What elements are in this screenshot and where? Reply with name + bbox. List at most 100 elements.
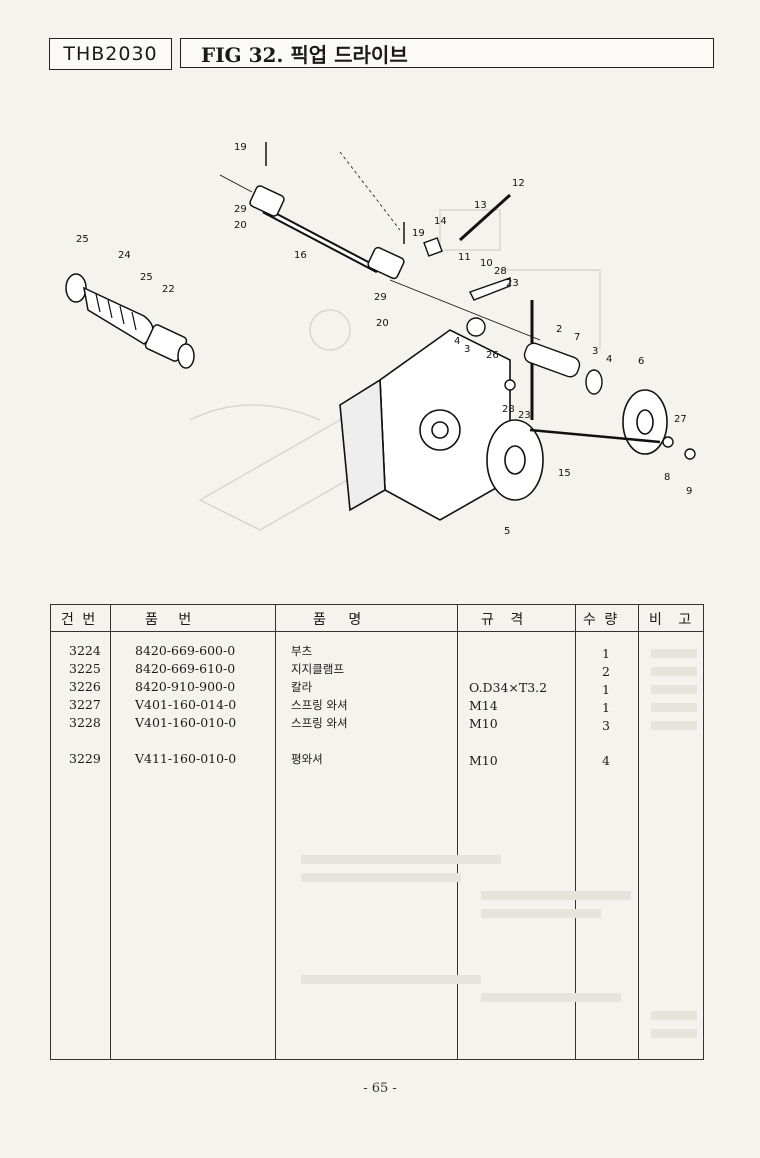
table-cell-part-no: 8420-669-600-0 [135, 643, 236, 658]
callout-24: 24 [118, 250, 131, 261]
callout-13: 13 [474, 200, 487, 211]
exploded-parts-diagram: 19 12 29 20 19 13 14 25 24 16 11 10 28 2… [65, 142, 696, 537]
callout-10: 10 [480, 258, 493, 269]
table-cell-item-no: 3228 [69, 715, 101, 730]
callout-5: 5 [504, 526, 510, 537]
table-cell-part-no: V401-160-010-0 [135, 715, 237, 730]
callout-9: 9 [686, 486, 692, 497]
figure-title-box: FIG 32. 픽업 드라이브 [180, 38, 714, 68]
bleed-through-mark [651, 1029, 697, 1038]
callout-29-upper: 29 [234, 204, 247, 215]
table-cell-part-name: 부츠 [291, 644, 313, 658]
bleed-through-mark [481, 993, 621, 1002]
table-cell-qty: 4 [602, 753, 610, 768]
table-header-row: 건 번 품 번 품 명 규 격 수 량 비 고 [51, 605, 703, 632]
parts-table: 건 번 품 번 품 명 규 격 수 량 비 고 3224 8420-669-60… [50, 604, 704, 1060]
callout-8: 8 [664, 472, 670, 483]
callout-29-lower: 29 [374, 292, 387, 303]
col-divider [575, 605, 576, 1059]
diagram-callouts: 19 12 29 20 19 13 14 25 24 16 11 10 28 2… [76, 142, 692, 537]
callout-25-left: 25 [76, 234, 89, 245]
table-cell-qty: 1 [602, 682, 610, 697]
bleed-through-mark [651, 667, 697, 676]
callout-27: 27 [674, 414, 687, 425]
col-divider [275, 605, 276, 1059]
bleed-through-mark [651, 685, 697, 694]
callout-7: 7 [574, 332, 580, 343]
table-cell-part-no: V401-160-014-0 [135, 697, 237, 712]
callout-28-lower: 28 [502, 404, 515, 415]
callout-12: 12 [512, 178, 525, 189]
table-cell-item-no: 3229 [69, 751, 101, 766]
callout-3-right: 3 [592, 346, 598, 357]
callout-4-left: 4 [454, 336, 460, 347]
model-text: THB2030 [63, 43, 158, 65]
bleed-through-mark [651, 721, 697, 730]
table-cell-part-name: 칼라 [291, 680, 313, 694]
callout-19-mid: 19 [412, 228, 425, 239]
callout-14: 14 [434, 216, 447, 227]
table-cell-part-no: V411-160-010-0 [135, 751, 237, 766]
table-cell-item-no: 3226 [69, 679, 101, 694]
header-remark: 비 고 [649, 612, 698, 628]
page-number: - 65 - [363, 1081, 397, 1096]
table-cell-part-name: 스프링 와셔 [291, 698, 348, 712]
bleed-through-mark [301, 873, 461, 882]
shaft-guide-lines [219, 151, 541, 341]
callout-19-top: 19 [234, 142, 247, 153]
bleed-through-mark [481, 909, 601, 918]
callout-22: 22 [162, 284, 175, 295]
table-cell-part-no: 8420-910-900-0 [135, 679, 236, 694]
header-part-no: 품 번 [145, 612, 200, 628]
callout-15: 15 [558, 468, 571, 479]
table-cell-item-no: 3224 [69, 643, 101, 658]
bleed-through-mark [481, 891, 631, 900]
callout-23-upper: 23 [506, 278, 519, 289]
header-qty: 수 량 [583, 612, 620, 628]
table-cell-part-name: 지지클램프 [291, 662, 344, 676]
callout-6: 6 [638, 356, 644, 367]
table-cell-qty: 1 [602, 646, 610, 661]
bleed-through-mark [651, 1011, 697, 1020]
bleed-through-mark [301, 975, 481, 984]
col-divider [110, 605, 111, 1059]
header-part-name: 품 명 [313, 612, 371, 628]
callout-20-lower: 20 [376, 318, 389, 329]
drive-shaft [249, 142, 405, 280]
table-cell-spec: O.D34×T3.2 [469, 680, 548, 695]
pickup-lever-parts [423, 193, 696, 460]
header-item-no: 건 번 [61, 612, 98, 628]
table-cell-item-no: 3227 [69, 697, 101, 712]
table-cell-part-name: 평와셔 [291, 752, 323, 766]
gearbox-housing [339, 329, 511, 521]
callout-16: 16 [294, 250, 307, 261]
callout-11: 11 [458, 252, 471, 263]
model-label: THB2030 [49, 38, 172, 70]
bleed-through-mark [651, 649, 697, 658]
boot-assembly [65, 273, 195, 369]
callout-2: 2 [556, 324, 562, 335]
bleed-through-mark [301, 855, 501, 864]
table-cell-part-no: 8420-669-610-0 [135, 661, 236, 676]
bleed-through-mark [651, 703, 697, 712]
callout-4-right: 4 [606, 354, 612, 365]
header-spec: 규 격 [481, 612, 530, 628]
table-cell-spec: M14 [469, 698, 498, 713]
table-cell-spec: M10 [469, 716, 498, 731]
col-divider [638, 605, 639, 1059]
table-cell-qty: 2 [602, 664, 610, 679]
col-divider [457, 605, 458, 1059]
table-cell-spec: M10 [469, 753, 498, 768]
callout-23-lower: 23 [518, 410, 531, 421]
table-cell-part-name: 스프링 와셔 [291, 716, 348, 730]
figure-title: FIG 32. 픽업 드라이브 [201, 42, 408, 67]
callout-20-upper: 20 [234, 220, 247, 231]
callout-26: 26 [486, 350, 499, 361]
pulleys [486, 389, 668, 501]
table-cell-qty: 3 [602, 718, 610, 733]
table-cell-qty: 1 [602, 700, 610, 715]
table-cell-item-no: 3225 [69, 661, 101, 676]
callout-28-upper: 28 [494, 266, 507, 277]
callout-3-left: 3 [464, 344, 470, 355]
callout-25-right: 25 [140, 272, 153, 283]
